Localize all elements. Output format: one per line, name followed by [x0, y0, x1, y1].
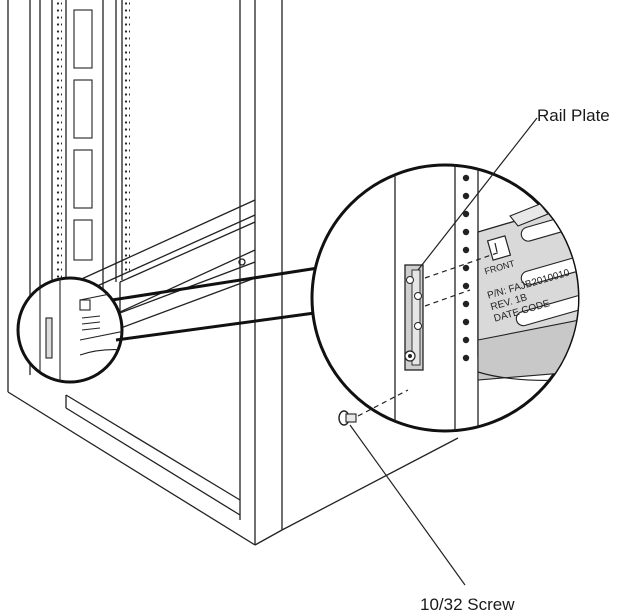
screw [338, 389, 409, 426]
screw-callout: 10/32 Screw [420, 595, 515, 614]
rail-plate [404, 264, 424, 371]
zoom-connector [111, 266, 323, 342]
rack-post-holes [56, 0, 62, 350]
detail-circle-large: FRONT P/N: FAJB2010010 REV. 1B DATE CODE [310, 163, 580, 433]
detail-circle-small [16, 276, 124, 384]
rear-post-slots [73, 9, 93, 261]
rack-post-holes [124, 0, 130, 275]
rail-plate-callout: Rail Plate [537, 106, 610, 125]
leader-lines [349, 117, 538, 586]
zoom-post-holes [462, 174, 470, 362]
